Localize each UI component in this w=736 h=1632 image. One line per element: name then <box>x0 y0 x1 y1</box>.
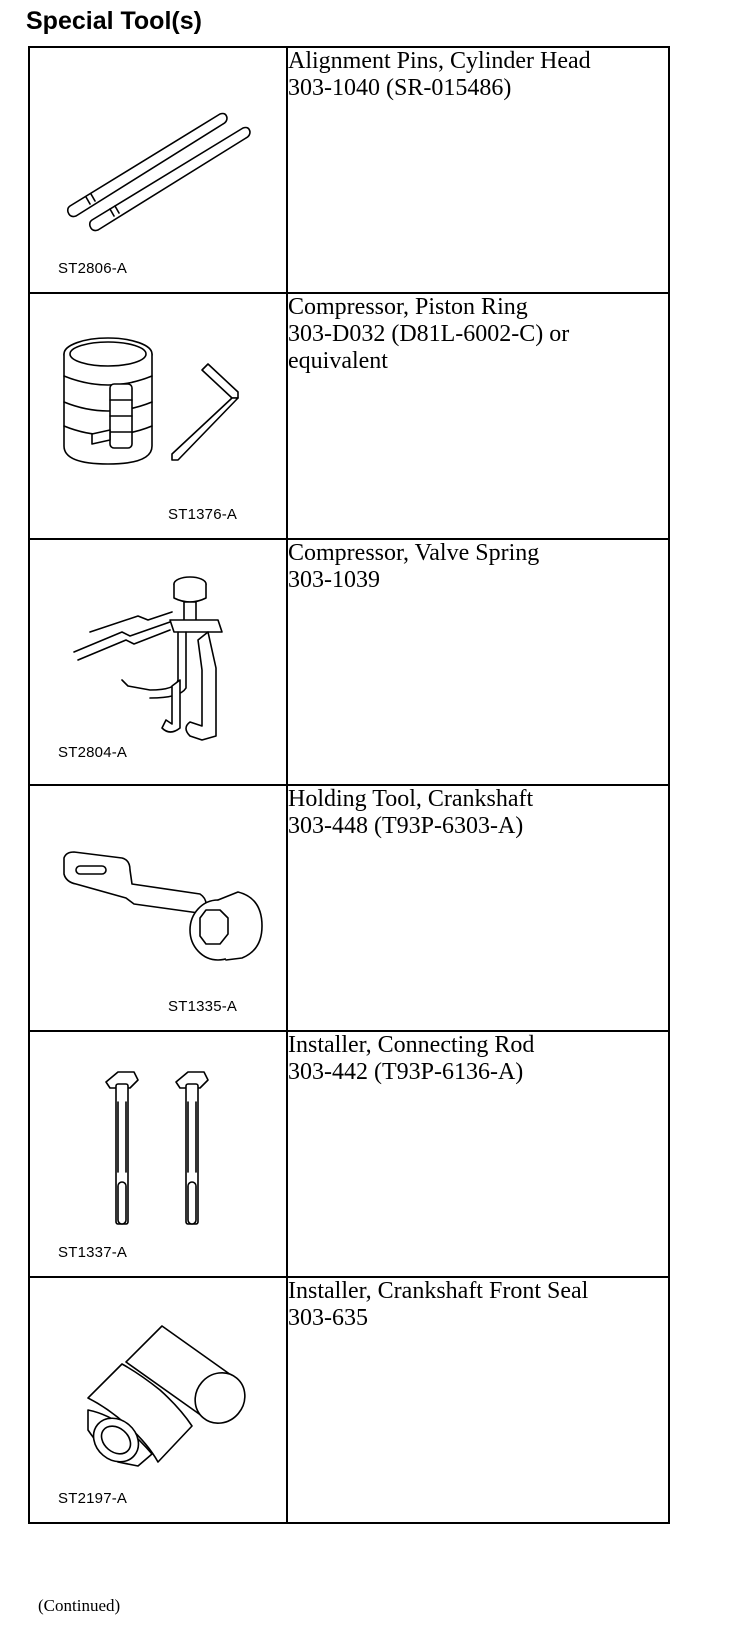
page-title: Special Tool(s) <box>26 7 202 35</box>
tool-code: ST1335-A <box>168 998 238 1015</box>
table-row: ST2804-A Compressor, Valve Spring 303-10… <box>28 538 670 786</box>
tool-number: 303-448 (T93P-6303-A) <box>288 813 524 839</box>
tool-name: Installer, Connecting Rod <box>288 1032 535 1058</box>
tool-number: 303-635 <box>288 1305 368 1331</box>
tool-number: 303-442 (T93P-6136-A) <box>288 1059 524 1085</box>
tool-code: ST1376-A <box>168 506 238 523</box>
tool-illustration-cell: ST2197-A <box>28 1276 288 1524</box>
tool-name: Compressor, Piston Ring <box>288 294 528 320</box>
tool-note: equivalent <box>288 348 388 374</box>
special-tools-table: ST2806-A Alignment Pins, Cylinder Head 3… <box>28 46 670 1524</box>
table-row: ST1376-A Compressor, Piston Ring 303-D03… <box>28 292 670 540</box>
piston-ring-compressor-illustration <box>63 337 239 465</box>
tool-number: 303-1039 <box>288 567 380 593</box>
tool-illustration-cell: ST1337-A <box>28 1030 288 1278</box>
connecting-rod-installer-illustration <box>105 1071 209 1225</box>
continued-note: (Continued) <box>38 1596 121 1615</box>
tool-illustration-cell: ST2804-A <box>28 538 288 786</box>
tool-code: ST2804-A <box>58 744 128 761</box>
crankshaft-front-seal-installer-illustration <box>87 1325 246 1467</box>
tool-code: ST2197-A <box>58 1490 128 1507</box>
tool-description-cell: Alignment Pins, Cylinder Head 303-1040 (… <box>286 46 670 294</box>
tool-name: Holding Tool, Crankshaft <box>288 786 534 812</box>
tool-description-cell: Installer, Connecting Rod 303-442 (T93P-… <box>286 1030 670 1278</box>
tool-description-cell: Compressor, Piston Ring 303-D032 (D81L-6… <box>286 292 670 540</box>
tool-number: 303-1040 (SR-015486) <box>288 75 512 101</box>
tool-description-cell: Compressor, Valve Spring 303-1039 <box>286 538 670 786</box>
tool-name: Alignment Pins, Cylinder Head <box>288 48 591 74</box>
tool-name: Compressor, Valve Spring <box>288 540 540 566</box>
tool-description-cell: Holding Tool, Crankshaft 303-448 (T93P-6… <box>286 784 670 1032</box>
tool-illustration-cell: ST1376-A <box>28 292 288 540</box>
tool-illustration-cell: ST1335-A <box>28 784 288 1032</box>
tool-code: ST1337-A <box>58 1244 128 1261</box>
tool-description-cell: Installer, Crankshaft Front Seal 303-635 <box>286 1276 670 1524</box>
tool-name: Installer, Crankshaft Front Seal <box>288 1278 589 1304</box>
tool-code: ST2806-A <box>58 260 128 277</box>
alignment-pins-illustration <box>66 112 251 232</box>
crankshaft-holding-tool-illustration <box>63 851 263 961</box>
table-row: ST2806-A Alignment Pins, Cylinder Head 3… <box>28 46 670 294</box>
valve-spring-compressor-illustration <box>73 576 223 741</box>
table-row: ST1337-A Installer, Connecting Rod 303-4… <box>28 1030 670 1278</box>
tool-number: 303-D032 (D81L-6002-C) or <box>288 321 570 347</box>
table-row: ST1335-A Holding Tool, Crankshaft 303-44… <box>28 784 670 1032</box>
table-row: ST2197-A Installer, Crankshaft Front Sea… <box>28 1276 670 1524</box>
tool-illustration-cell: ST2806-A <box>28 46 288 294</box>
